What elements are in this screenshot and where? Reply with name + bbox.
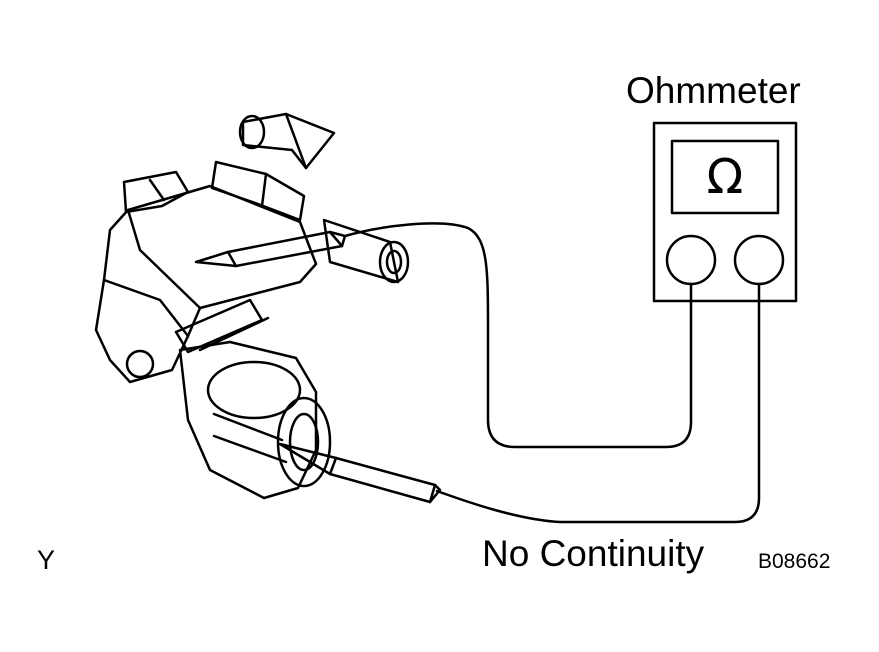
test-lead-lower <box>435 282 761 524</box>
upper-probe <box>194 230 347 268</box>
ohmmeter-label: Ohmmeter <box>626 70 801 111</box>
corner-mark: Y <box>37 545 56 575</box>
result-label: No Continuity <box>482 533 705 574</box>
ohmmeter-terminal-left <box>665 234 717 286</box>
figure-code: B08662 <box>758 550 831 573</box>
ohmmeter-display <box>670 139 780 215</box>
ohmmeter-body <box>652 121 798 303</box>
ohmmeter-terminal-right <box>733 234 785 286</box>
vsv-valve <box>94 112 410 500</box>
test-lead-upper <box>343 222 693 449</box>
omega-symbol: Ω <box>706 149 744 205</box>
